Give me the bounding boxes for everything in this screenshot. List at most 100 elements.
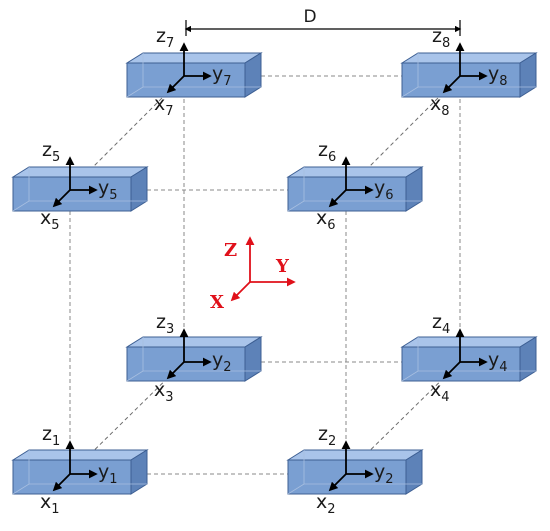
box-front-face xyxy=(126,346,246,382)
local-z-label-main: z xyxy=(432,311,442,333)
local-y-label: y5 xyxy=(98,177,118,203)
local-y-label-main: y xyxy=(374,461,385,483)
local-y-label-main: y xyxy=(374,177,385,199)
local-x-axis xyxy=(166,361,185,380)
box-top-face xyxy=(125,52,263,64)
local-y-label-main: y xyxy=(488,63,499,85)
local-x-label-subscript: 3 xyxy=(165,390,173,405)
local-y-label-main: y xyxy=(488,349,499,371)
cube-frame-dashed-lines xyxy=(69,75,461,475)
local-y-label-subscript: 1 xyxy=(109,472,117,487)
local-x-label: x8 xyxy=(430,93,450,119)
box-top-face xyxy=(400,52,538,64)
local-z-label: z7 xyxy=(156,25,174,51)
local-z-label-main: z xyxy=(156,25,166,47)
local-x-label-subscript: 1 xyxy=(51,502,59,517)
local-z-label-subscript: 7 xyxy=(166,36,174,51)
box-top-face xyxy=(400,336,538,348)
local-x-label-main: x xyxy=(430,93,441,115)
local-z-label-main: z xyxy=(318,423,328,445)
local-y-label-subscript: 7 xyxy=(223,74,231,89)
global-axes: Z Y X xyxy=(210,236,296,313)
global-z-label: Z xyxy=(224,240,237,261)
local-y-label: y2 xyxy=(212,349,232,375)
local-y-label-main: y xyxy=(212,349,223,371)
local-x-label-subscript: 7 xyxy=(165,104,173,119)
local-x-label-subscript: 4 xyxy=(441,390,449,405)
local-x-axis xyxy=(442,361,461,380)
local-x-label-main: x xyxy=(316,207,327,229)
box-front-face xyxy=(287,176,407,212)
local-x-label-subscript: 5 xyxy=(51,218,59,233)
local-x-label-main: x xyxy=(154,379,165,401)
local-z-label: z2 xyxy=(318,423,336,449)
local-y-label: y4 xyxy=(488,349,508,375)
local-z-label-main: z xyxy=(156,311,166,333)
local-x-label-main: x xyxy=(316,491,327,513)
box-front-face xyxy=(401,62,521,98)
local-z-label-subscript: 4 xyxy=(442,322,450,337)
sensor-nodes: z1y1x1z2y2x2z3y2x3z4y4x4z5y5x5z6y6x6z7y7… xyxy=(11,25,538,517)
global-x-label: X xyxy=(210,292,224,313)
local-y-label-subscript: 4 xyxy=(499,360,507,375)
local-y-label: y8 xyxy=(488,63,508,89)
local-x-axis xyxy=(166,75,185,94)
local-x-label: x2 xyxy=(316,491,336,517)
box-front-face xyxy=(401,346,521,382)
local-z-label-main: z xyxy=(318,139,328,161)
local-x-axis xyxy=(328,473,347,492)
local-y-label: y6 xyxy=(374,177,394,203)
local-y-label-subscript: 6 xyxy=(385,188,393,203)
local-x-label-subscript: 8 xyxy=(441,104,449,119)
local-x-label-main: x xyxy=(430,379,441,401)
box-top-face xyxy=(286,166,424,178)
local-z-label: z3 xyxy=(156,311,174,337)
local-z-label: z5 xyxy=(42,139,60,165)
box-top-face xyxy=(11,449,149,461)
local-z-label: z6 xyxy=(318,139,336,165)
local-z-label-main: z xyxy=(42,139,52,161)
local-z-label-subscript: 3 xyxy=(166,322,174,337)
local-x-label: x5 xyxy=(40,207,60,233)
local-y-label-subscript: 8 xyxy=(499,74,507,89)
box-top-face xyxy=(11,166,149,178)
local-x-label-subscript: 6 xyxy=(327,218,335,233)
local-z-label-main: z xyxy=(432,25,442,47)
local-x-label: x1 xyxy=(40,491,60,517)
local-x-axis xyxy=(328,189,347,208)
local-x-label-subscript: 2 xyxy=(327,502,335,517)
box-top-face xyxy=(286,449,424,461)
box-front-face xyxy=(126,62,246,98)
local-y-label: y1 xyxy=(98,461,118,487)
local-z-label-subscript: 5 xyxy=(52,150,60,165)
local-x-label: x4 xyxy=(430,379,450,405)
local-x-axis xyxy=(52,473,71,492)
local-y-label-subscript: 5 xyxy=(109,188,117,203)
local-x-label-main: x xyxy=(40,207,51,229)
local-z-label-subscript: 2 xyxy=(328,434,336,449)
global-x-axis xyxy=(230,281,251,302)
local-x-axis xyxy=(442,75,461,94)
local-y-label-main: y xyxy=(98,461,109,483)
local-z-label: z1 xyxy=(42,423,60,449)
local-z-label-subscript: 8 xyxy=(442,36,450,51)
local-y-label: y7 xyxy=(212,63,232,89)
local-z-label: z4 xyxy=(432,311,450,337)
local-y-label: y2 xyxy=(374,461,394,487)
local-x-label: x3 xyxy=(154,379,174,405)
local-x-label: x7 xyxy=(154,93,174,119)
local-z-label-subscript: 6 xyxy=(328,150,336,165)
box-front-face xyxy=(287,459,407,495)
local-y-label-main: y xyxy=(212,63,223,85)
dimension-label: D xyxy=(303,7,316,27)
box-front-face xyxy=(12,176,132,212)
